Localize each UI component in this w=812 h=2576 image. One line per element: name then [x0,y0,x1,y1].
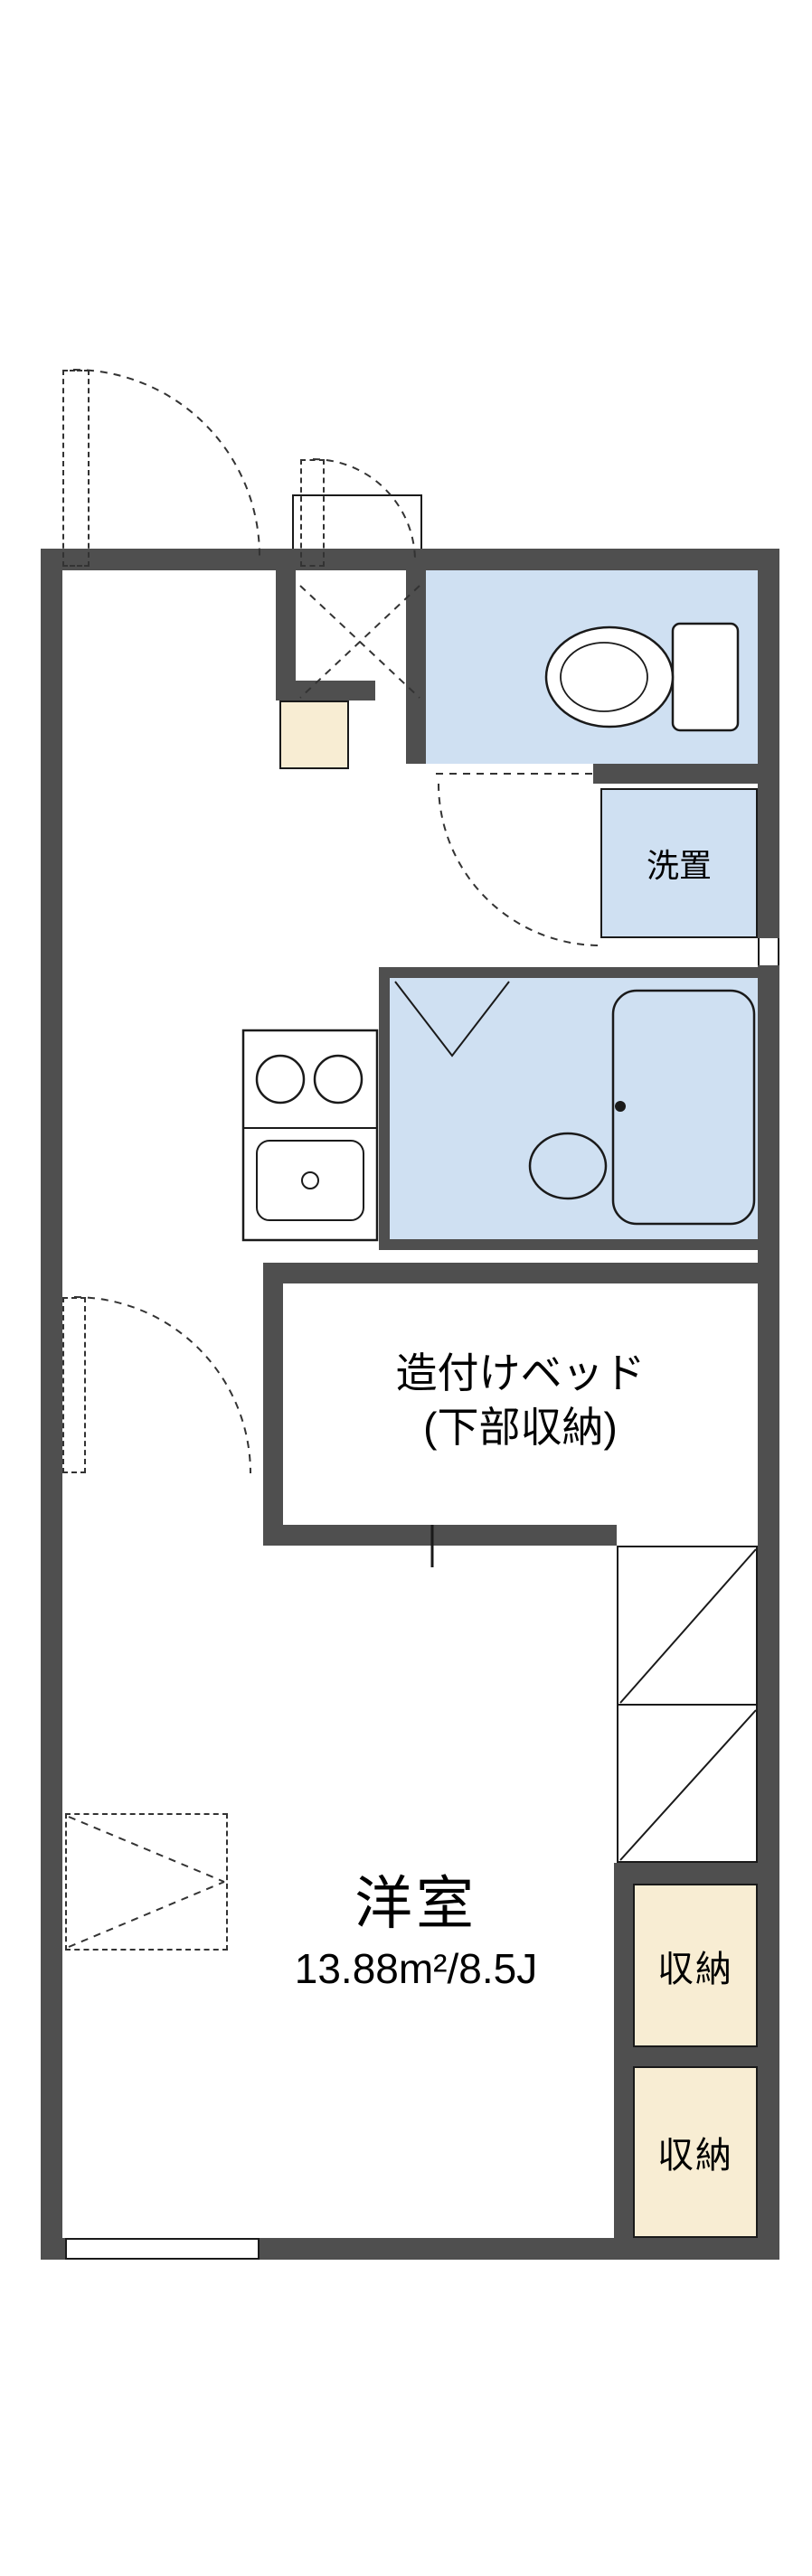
storage-box-2 [633,2066,758,2238]
storage-label-1-text: 収納 [657,1949,733,1989]
stove-burner-icon [313,1054,364,1105]
bed-label-line2: (下部収納) [423,1404,618,1451]
wall-genkan-stub-v [276,570,296,700]
storage-box-1 [633,1884,758,2047]
built-in-bed-label: 造付けベッド (下部収納) [283,1293,758,1509]
wall-genkan-stub-h [276,681,375,700]
dashed-furniture-outline [65,1813,228,1951]
outer-wall-top [41,549,779,570]
main-room-name-text: 洋室 [354,1871,477,1936]
storage-label-2-text: 収納 [657,2136,733,2176]
washer-space [600,788,758,938]
wall-hall-toilet [406,570,426,764]
storage-label-1: 収納 [633,1884,758,2047]
toilet-room [426,570,758,764]
wall-storage-top [614,1863,779,1884]
faucet-icon [301,1171,319,1189]
outer-wall-left [41,549,62,2260]
door-arc-left-wall [73,1296,251,1474]
wall-bed-top [263,1263,779,1283]
bathroom-floor [390,978,767,1239]
door-leaf-entry [300,459,325,567]
wall-toilet-bottom [593,764,779,784]
washer-label-text: 洗置 [646,847,712,884]
door-arc-washroom [438,783,601,946]
main-room-name: 洋室 [190,1860,642,1938]
bed-label-line1: 造付けベッド [395,1349,646,1397]
wall-bed-left [263,1263,283,1546]
window-right [758,938,779,965]
wall-storage-divider [633,2047,779,2066]
shoe-cabinet [279,700,349,769]
storage-label-2: 収納 [633,2066,758,2238]
kitchen-unit-icon [241,1029,379,1242]
door-leaf-left-wall [62,1297,86,1473]
washer-label: 洗置 [600,788,758,938]
main-room-size: 13.88m²/8.5J [167,1940,665,1998]
wall-storage-left [614,1863,633,2258]
window-bottom [65,2238,260,2260]
door-leaf-top-left [62,370,90,567]
door-arc-top-left [72,369,260,557]
main-room-size-text: 13.88m²/8.5J [294,1945,538,1992]
closet-column [617,1546,758,1863]
stove-burner-icon [255,1054,306,1105]
outer-wall-right [758,549,779,2260]
sink-icon [256,1140,364,1221]
wall-bed-bottom [263,1525,617,1546]
